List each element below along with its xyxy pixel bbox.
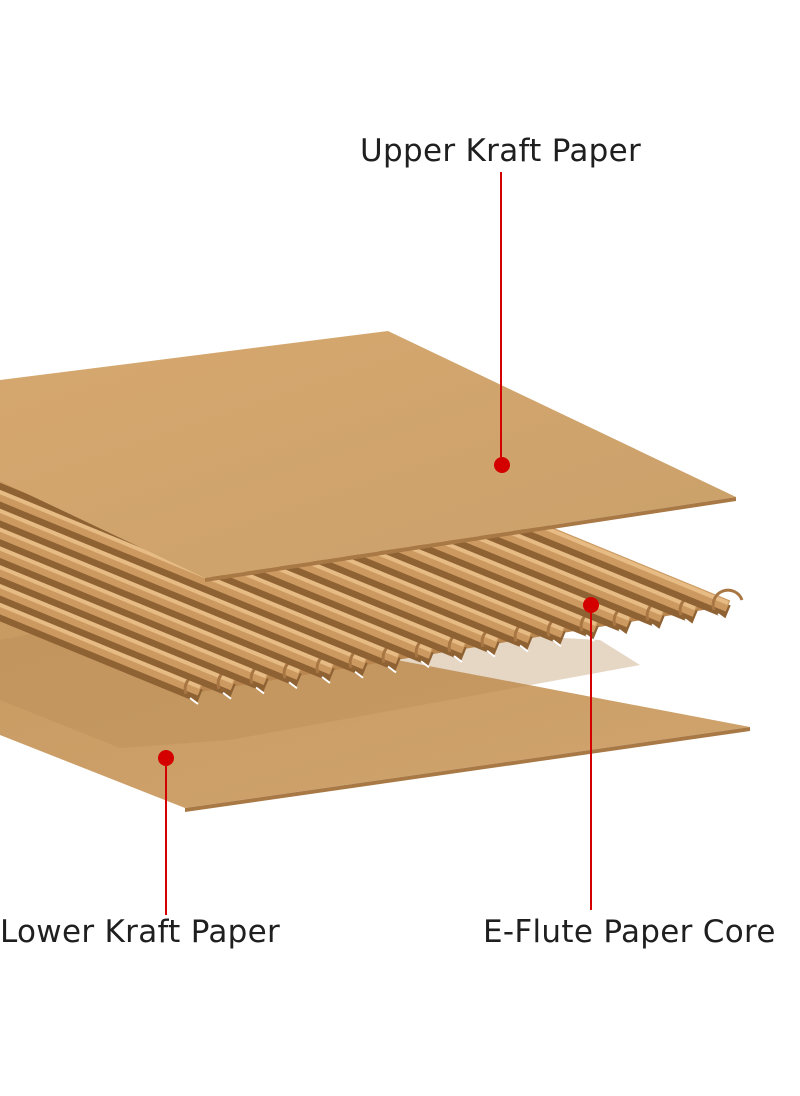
flute-gap-mark bbox=[486, 649, 496, 658]
flute-ridge-highlight bbox=[0, 583, 234, 684]
flute-gap-mark bbox=[288, 681, 298, 690]
flute-gap-mark bbox=[618, 628, 628, 637]
flute-gap-mark bbox=[321, 676, 331, 684]
flute-ridge bbox=[0, 582, 236, 691]
flute-ridge-highlight bbox=[0, 508, 366, 663]
flute-gap-mark bbox=[684, 618, 694, 627]
leader-core bbox=[583, 597, 599, 910]
flute-gap-mark bbox=[717, 613, 727, 621]
leader-upper bbox=[494, 172, 510, 473]
flute-gap-mark bbox=[552, 639, 562, 648]
flute-ridge-highlight bbox=[0, 546, 300, 674]
upper-kraft-sheet bbox=[0, 331, 736, 582]
flute-ridge bbox=[0, 563, 269, 686]
flute-gap-mark bbox=[651, 623, 661, 632]
flute-ridge-highlight bbox=[0, 602, 201, 689]
flute-gap-mark bbox=[387, 665, 397, 674]
flute-ridge-highlight bbox=[0, 489, 399, 658]
flute-gap-mark bbox=[189, 697, 199, 705]
lower-kraft-paper-label: Lower Kraft Paper bbox=[0, 914, 281, 950]
flute-gap-mark bbox=[255, 686, 265, 695]
upper-marker-dot bbox=[494, 457, 510, 473]
lower-marker-dot bbox=[158, 750, 174, 766]
flute-ridge bbox=[0, 526, 335, 675]
flute-gap-mark bbox=[453, 655, 463, 663]
flute-gap-mark bbox=[420, 660, 430, 669]
leader-lower bbox=[158, 750, 174, 915]
flute-gap-mark bbox=[222, 691, 232, 700]
flute-gap-mark bbox=[519, 644, 529, 653]
flute-ridge bbox=[0, 488, 401, 665]
flute-gap-mark bbox=[354, 670, 364, 679]
core-marker-dot bbox=[583, 597, 599, 613]
flute-ridge bbox=[0, 601, 203, 696]
flute-ridge bbox=[0, 507, 368, 670]
e-flute-paper-core-label: E-Flute Paper Core bbox=[483, 914, 776, 950]
flute-ridge bbox=[0, 544, 302, 680]
flute-ridge-highlight bbox=[0, 565, 267, 679]
flute-ridge-highlight bbox=[0, 527, 333, 668]
upper-kraft-paper-label: Upper Kraft Paper bbox=[360, 133, 642, 169]
flute-wave-cap bbox=[711, 588, 744, 611]
